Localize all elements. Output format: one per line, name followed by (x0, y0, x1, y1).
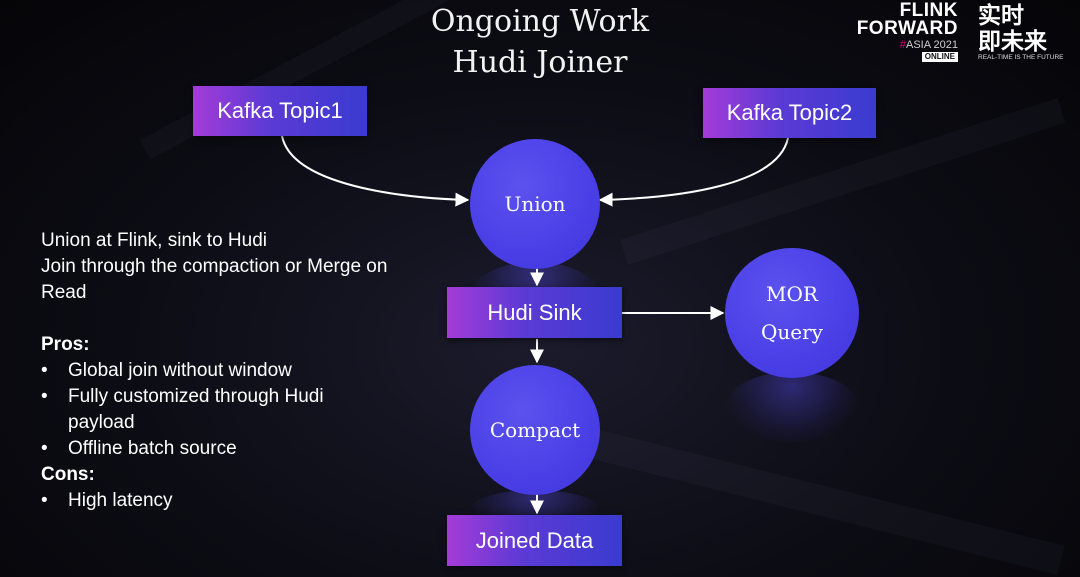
logo-year-text: ASIA 2021 (906, 39, 958, 51)
pros-heading: Pros: (41, 334, 90, 355)
joined-data-box: Joined Data (447, 515, 622, 566)
logo-year: #ASIA 2021 (900, 39, 958, 51)
notes-line1: Union at Flink, sink to Hudi (41, 230, 267, 251)
slide-title-line2: Hudi Joiner (452, 45, 628, 80)
arrow-topic1-to-union (281, 135, 470, 207)
logo-wordmark: FLINK FORWARD (856, 0, 958, 39)
mor-query-reflection (725, 372, 859, 442)
logo-year-hash: # (899, 39, 906, 51)
notes-text-block: Union at Flink, sink to Hudi Join throug… (41, 228, 441, 514)
logo-tagline: REAL-TIME IS THE FUTURE (978, 54, 1064, 61)
mor-query-circle: MOR Query (725, 248, 859, 378)
logo-cn-line1: 实时 (978, 2, 1024, 28)
cons-heading: Cons: (41, 464, 95, 485)
pros-item: Offline batch source (41, 436, 441, 462)
kafka-topic1-box: Kafka Topic1 (193, 86, 367, 136)
kafka-topic2-box: Kafka Topic2 (703, 88, 876, 138)
pros-item: Fully customized through Hudi payload (41, 384, 378, 436)
union-circle: Union (470, 139, 600, 269)
hudi-sink-box: Hudi Sink (447, 287, 622, 338)
notes-line2: Join through the compaction or Merge on … (41, 256, 388, 303)
logo-cn-line2: 即未来 (978, 28, 1047, 54)
logo-line1: FLINK (899, 0, 958, 21)
cons-item: High latency (41, 488, 441, 514)
compact-circle: Compact (470, 365, 600, 495)
notes-spacer (41, 306, 441, 332)
mor-query-line1: MOR (766, 282, 818, 306)
slide-title-line1: Ongoing Work (430, 4, 650, 39)
pros-item: Global join without window (41, 358, 441, 384)
flink-forward-logo: FLINK FORWARD #ASIA 2021 ONLINE 实时 即未来 R… (856, 0, 1080, 62)
logo-line2: FORWARD (856, 18, 958, 39)
logo-online-badge: ONLINE (921, 52, 958, 62)
arrow-topic2-to-union (598, 137, 789, 207)
mor-query-line2: Query (761, 320, 823, 344)
logo-chinese-text: 实时 即未来 (978, 2, 1047, 54)
